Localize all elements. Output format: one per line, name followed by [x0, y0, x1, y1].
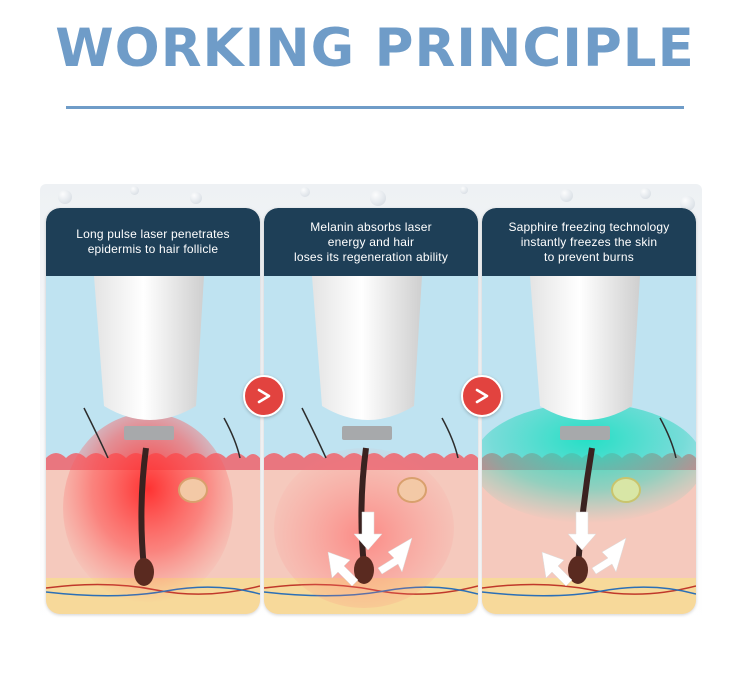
step-panel-2: Melanin absorbs laser energy and hair lo… [264, 208, 478, 614]
step-panel-1: Long pulse laser penetrates epidermis to… [46, 208, 260, 614]
laser-handpiece-icon [530, 276, 640, 420]
water-droplet [680, 196, 695, 211]
hair-bulb [354, 556, 374, 584]
hair-follicle-icon [575, 447, 595, 567]
inward-arrows-icon [541, 511, 627, 587]
step-panel-3: Sapphire freezing technology instantly f… [482, 208, 696, 614]
sebaceous-gland [397, 477, 427, 503]
water-droplet [640, 188, 651, 199]
sapphire-tip [342, 426, 392, 440]
title-underline [66, 106, 684, 109]
hair-strand [659, 417, 677, 459]
hair-strand [441, 417, 459, 459]
water-droplet [190, 192, 202, 204]
fat-layer [482, 578, 696, 614]
next-step-arrow-1 [243, 375, 285, 417]
water-droplet [58, 190, 72, 204]
hair-strand [223, 417, 241, 459]
step-caption-box: Melanin absorbs laser energy and hair lo… [264, 208, 478, 276]
step-illustration-3 [482, 276, 696, 614]
step-illustration-2 [264, 276, 478, 614]
hair-follicle-icon [358, 447, 369, 567]
blood-vessel [482, 583, 696, 595]
hair-bulb [568, 556, 588, 584]
step-illustration-1 [46, 276, 260, 614]
sapphire-tip [124, 426, 174, 440]
inward-arrows-icon [327, 511, 413, 587]
step-caption-box: Long pulse laser penetrates epidermis to… [46, 208, 260, 276]
laser-handpiece-icon [94, 276, 204, 420]
chevron-right-icon [475, 388, 489, 404]
laser-handpiece-icon [312, 276, 422, 420]
step-caption-text: Sapphire freezing technology instantly f… [508, 219, 670, 264]
step-caption-text: Melanin absorbs laser energy and hair lo… [293, 219, 449, 264]
water-droplet [370, 190, 386, 206]
hair-follicle-icon [138, 447, 149, 569]
hair-strand [83, 407, 109, 459]
chevron-right-icon [257, 388, 271, 404]
water-droplet [560, 189, 573, 202]
hair-strand [301, 407, 327, 459]
next-step-arrow-2 [461, 375, 503, 417]
water-droplet [460, 186, 468, 194]
blood-vessel [482, 586, 696, 597]
sapphire-tip [560, 426, 610, 440]
sebaceous-gland [178, 477, 208, 503]
sebaceous-gland [611, 477, 641, 503]
laser-light [63, 413, 233, 603]
water-droplet [300, 187, 310, 197]
page-title: WORKING PRINCIPLE [55, 18, 695, 79]
hair-bulb [134, 558, 154, 586]
step-caption-text: Long pulse laser penetrates epidermis to… [76, 227, 230, 256]
step-caption-box: Sapphire freezing technology instantly f… [482, 208, 696, 276]
water-droplet [130, 186, 139, 195]
